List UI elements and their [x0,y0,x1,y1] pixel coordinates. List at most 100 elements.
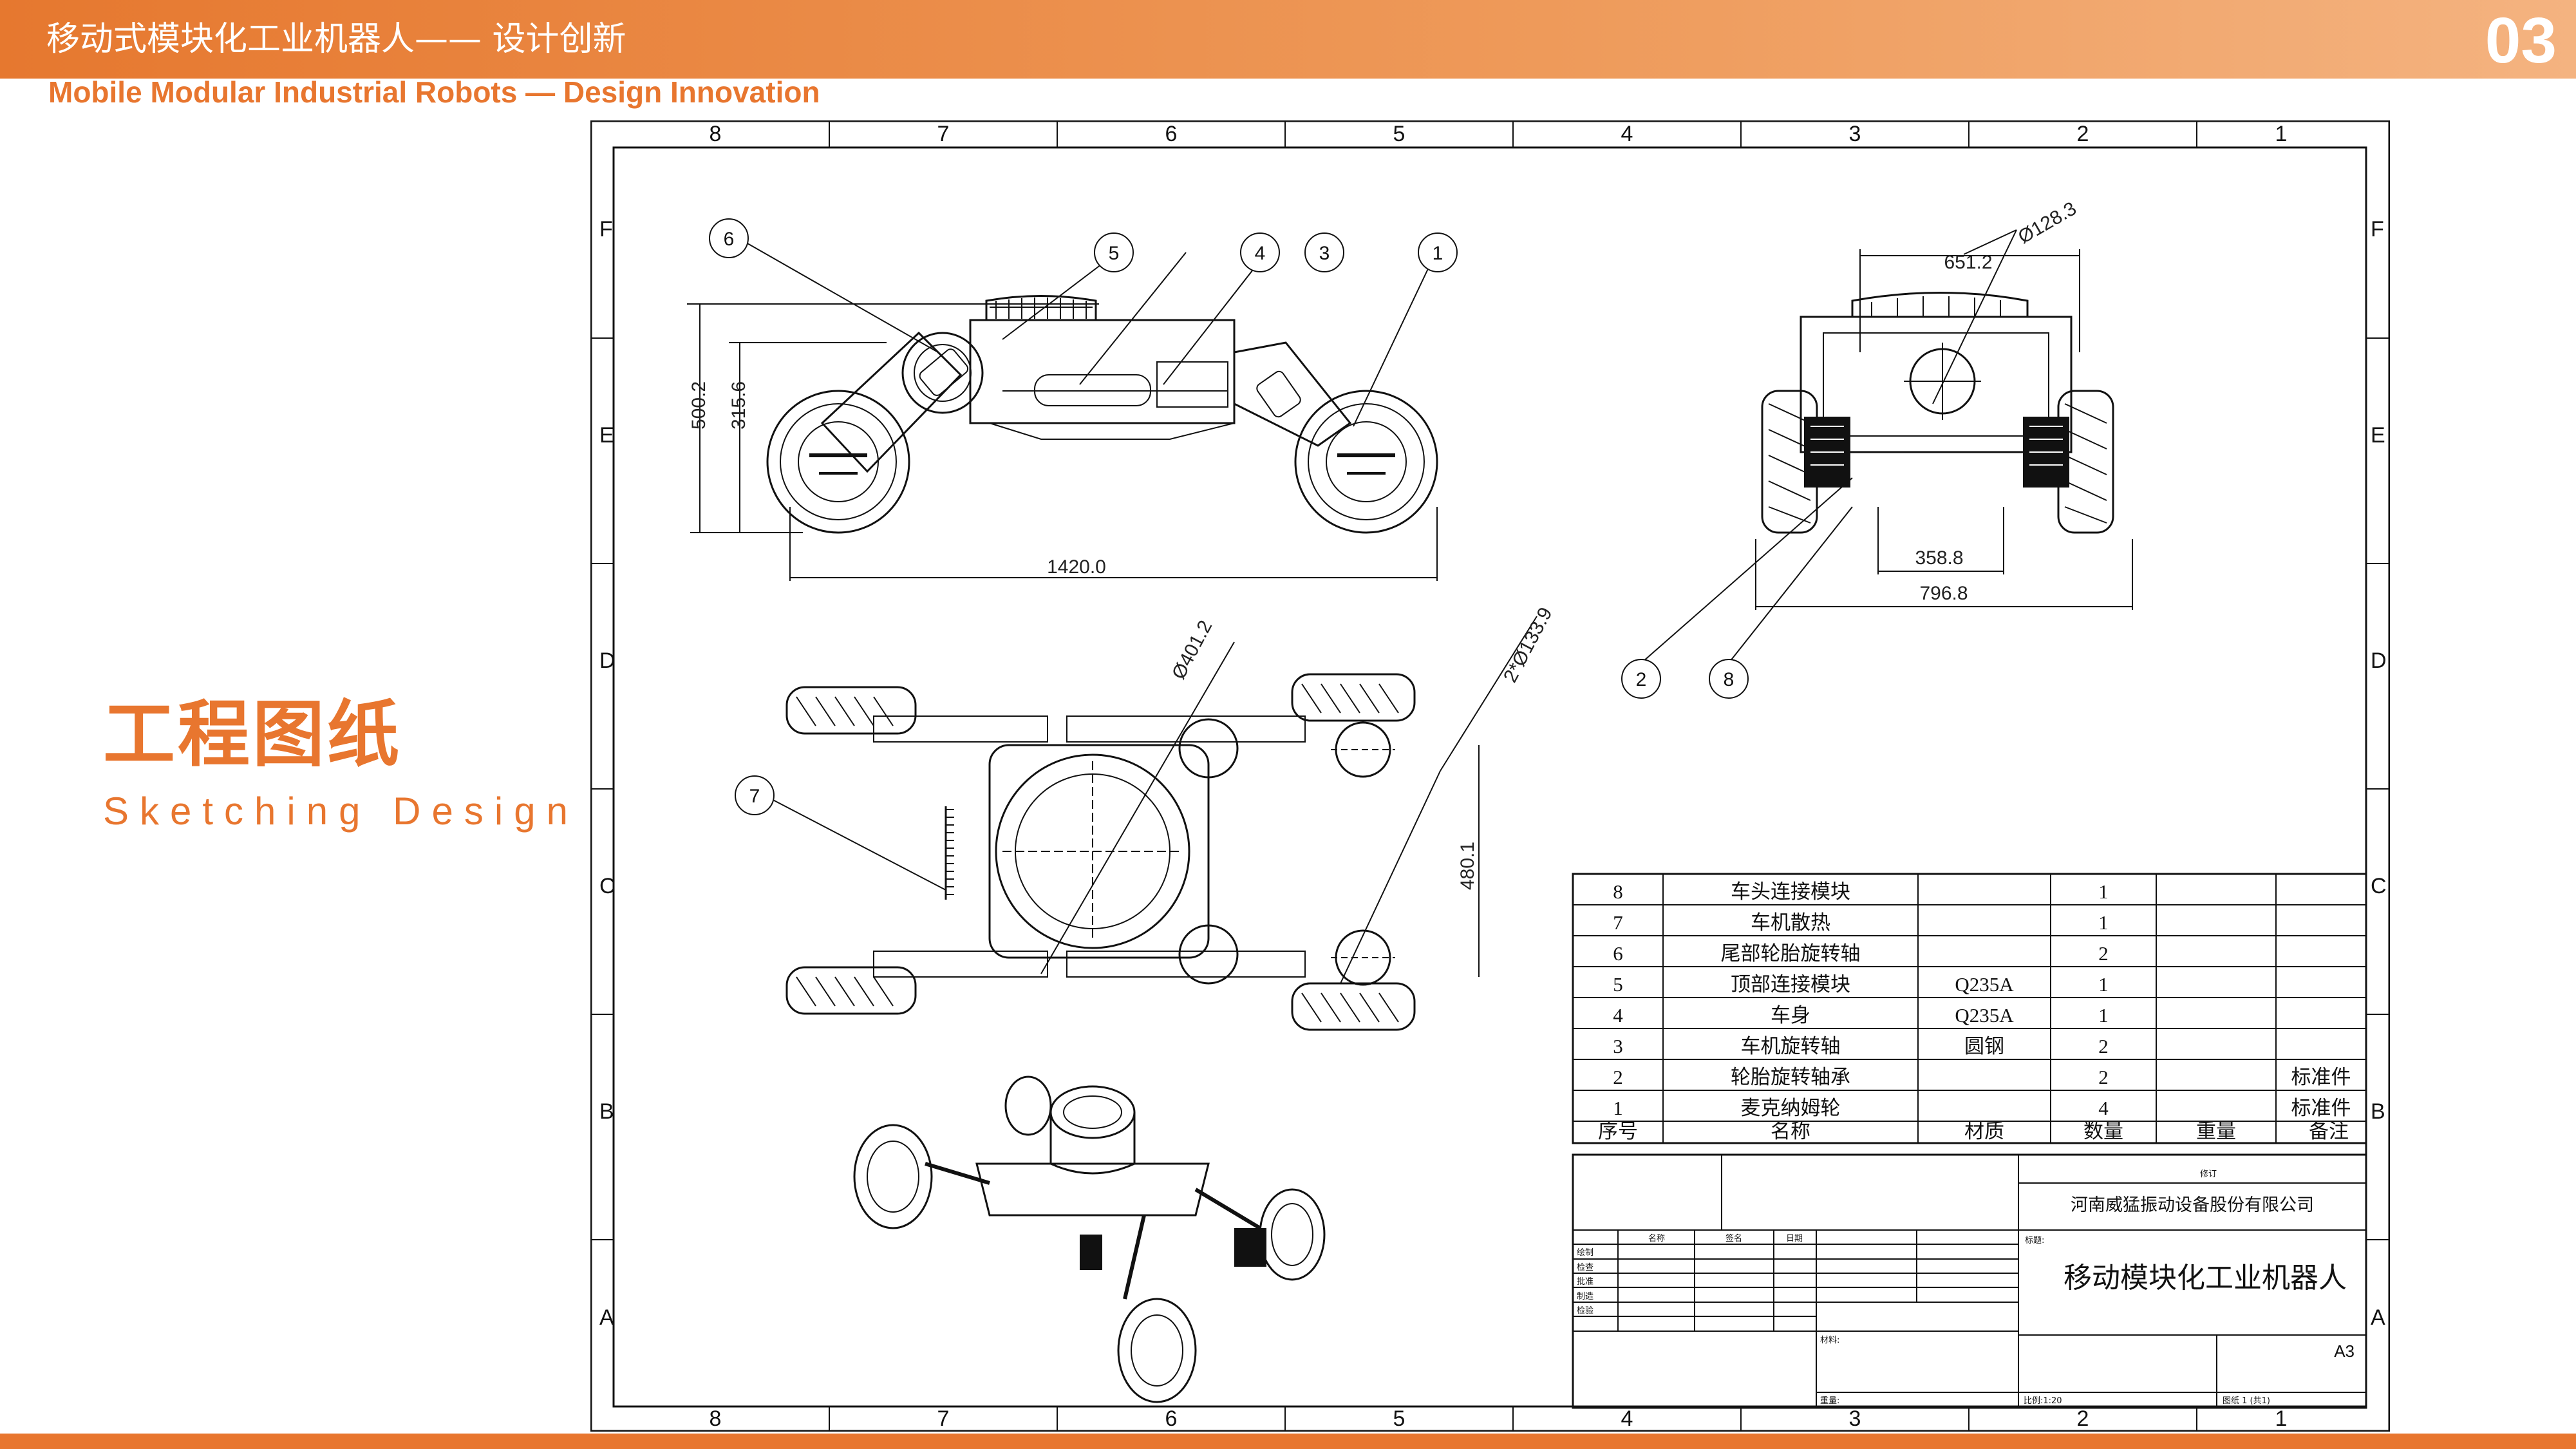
balloon: 4 [1240,232,1280,272]
bom-cell-qty: 2 [2098,1066,2109,1088]
bom-header-name: 名称 [1771,1120,1810,1142]
bom-row: 8 车头连接模块 1 [1613,880,2109,903]
zone-row-label: A [2371,1305,2385,1330]
balloon-leaders [738,229,2017,891]
bom-cell-no: 7 [1613,911,1623,934]
side-view [687,295,1438,581]
balloon-number: 4 [1255,243,1266,264]
bom-cell-name: 麦克纳姆轮 [1741,1097,1841,1119]
balloon-number: 3 [1319,243,1330,264]
bom-cell-name: 车机散热 [1751,911,1830,934]
sheet-outer-frame [590,120,2390,1432]
zone-col-label: 2 [2077,122,2089,146]
balloon-number: 1 [1433,243,1443,264]
bom-cell-no: 4 [1613,1004,1623,1027]
zone-col-label: 6 [1165,1406,1178,1431]
bom-cell-material: Q235A [1955,973,2014,996]
bom-cell-qty: 1 [2098,973,2109,996]
bom-header-weight: 重量 [2196,1120,2236,1142]
bom-cell-material: 圆钢 [1964,1035,2004,1057]
tb-title-label: 标题: [2025,1236,2044,1245]
bom-header-note: 备注 [2309,1120,2349,1142]
balloon: 8 [1709,659,1749,699]
zone-row-label: B [599,1099,614,1124]
balloon-number: 5 [1109,243,1120,264]
bom-cell-name: 轮胎旋转轴承 [1731,1066,1850,1088]
balloon: 3 [1304,232,1344,272]
bom-cell-name: 顶部连接模块 [1731,973,1850,996]
zone-col-label: 2 [2077,1406,2089,1431]
balloon-number: 2 [1636,669,1647,690]
bom-cell-note: 标准件 [2291,1066,2351,1088]
isometric-view [853,1075,1326,1403]
bom-cell-qty: 2 [2098,1035,2109,1057]
zone-row-label: C [599,874,616,898]
tb-revision-label: 修订 [2200,1170,2217,1179]
tb-row-label: 绘制 [1577,1248,1594,1258]
zone-col-label: 3 [1849,122,1861,146]
zone-col-label: 7 [937,1406,950,1431]
dim-front-width-top: 651.2 [1944,252,1992,273]
subheader-title: Mobile Modular Industrial Robots — Desig… [48,75,820,109]
balloon: 5 [1094,232,1134,272]
dim-top-wheel-diameter: 2*Ø133.9 [1500,604,1557,686]
dim-side-height-total: 500.2 [688,381,710,430]
bom-cell-no: 6 [1613,942,1623,965]
section-title-en: Sketching Design [103,790,579,833]
tb-size: A3 [2334,1341,2355,1361]
page-number: 03 [2485,5,2557,77]
bom-cell-note: 标准件 [2291,1097,2351,1119]
bom-cell-no: 2 [1613,1066,1623,1088]
zone-col-label: 6 [1165,122,1178,146]
header-bar: 移动式模块化工业机器人—— 设计创新 03 [0,0,2576,79]
dim-top-width: 480.1 [1457,842,1478,890]
zone-col-label: 8 [710,122,722,146]
tb-row-label: 检查 [1577,1263,1594,1273]
balloon: 1 [1418,232,1458,272]
front-view [1755,249,2133,610]
zone-row-label: E [599,423,614,448]
balloon-number: 7 [749,786,760,807]
bom-cell-name: 车机旋转轴 [1741,1035,1841,1057]
tb-scale-label: 比例:1:20 [2024,1396,2062,1406]
bom-cell-material: Q235A [1955,1004,2014,1027]
zone-col-label: 7 [937,122,950,146]
balloon-number: 8 [1724,669,1735,690]
bom-header-qty: 数量 [2083,1120,2123,1142]
bom-cell-qty: 1 [2098,880,2109,903]
zone-col-label: 5 [1393,122,1406,146]
bom-cell-no: 8 [1613,880,1623,903]
tb-row-label: 批准 [1577,1277,1594,1287]
dim-side-length: 1420.0 [1047,556,1106,578]
top-view [785,616,1537,1031]
bom-cell-qty: 4 [2098,1097,2109,1119]
bom-cell-qty: 1 [2098,911,2109,934]
zone-col-label: 4 [1621,1406,1633,1431]
zone-row-label: F [599,217,613,242]
balloon-number: 6 [724,229,735,250]
tb-col-label: 日期 [1786,1234,1803,1244]
bom-header-no: 序号 [1598,1120,1638,1142]
tb-col-label: 签名 [1725,1233,1742,1244]
zone-col-label: 1 [2275,122,2288,146]
bom-cell-name: 车头连接模块 [1731,880,1850,903]
bom-row: 2 轮胎旋转轴承 2 标准件 [1613,1066,2351,1088]
zone-row-label: E [2371,423,2385,448]
bom-row: 7 车机散热 1 [1613,911,2109,934]
bom-header-row: 序号 名称 材质 数量 重量 备注 [1598,1120,2349,1142]
tb-company: 河南威猛振动设备股份有限公司 [2071,1195,2314,1215]
zone-col-label: 4 [1621,122,1633,146]
tb-col-label: 名称 [1648,1233,1665,1244]
zone-row-label: A [599,1305,614,1330]
zone-col-label: 1 [2275,1406,2288,1431]
zone-row-label: D [2371,649,2387,673]
section-title-cn: 工程图纸 [103,693,402,777]
title-block: 修订 河南威猛振动设备股份有限公司 标题: 移动模块化工业机器人 名称签名日期 … [1572,1153,2367,1409]
